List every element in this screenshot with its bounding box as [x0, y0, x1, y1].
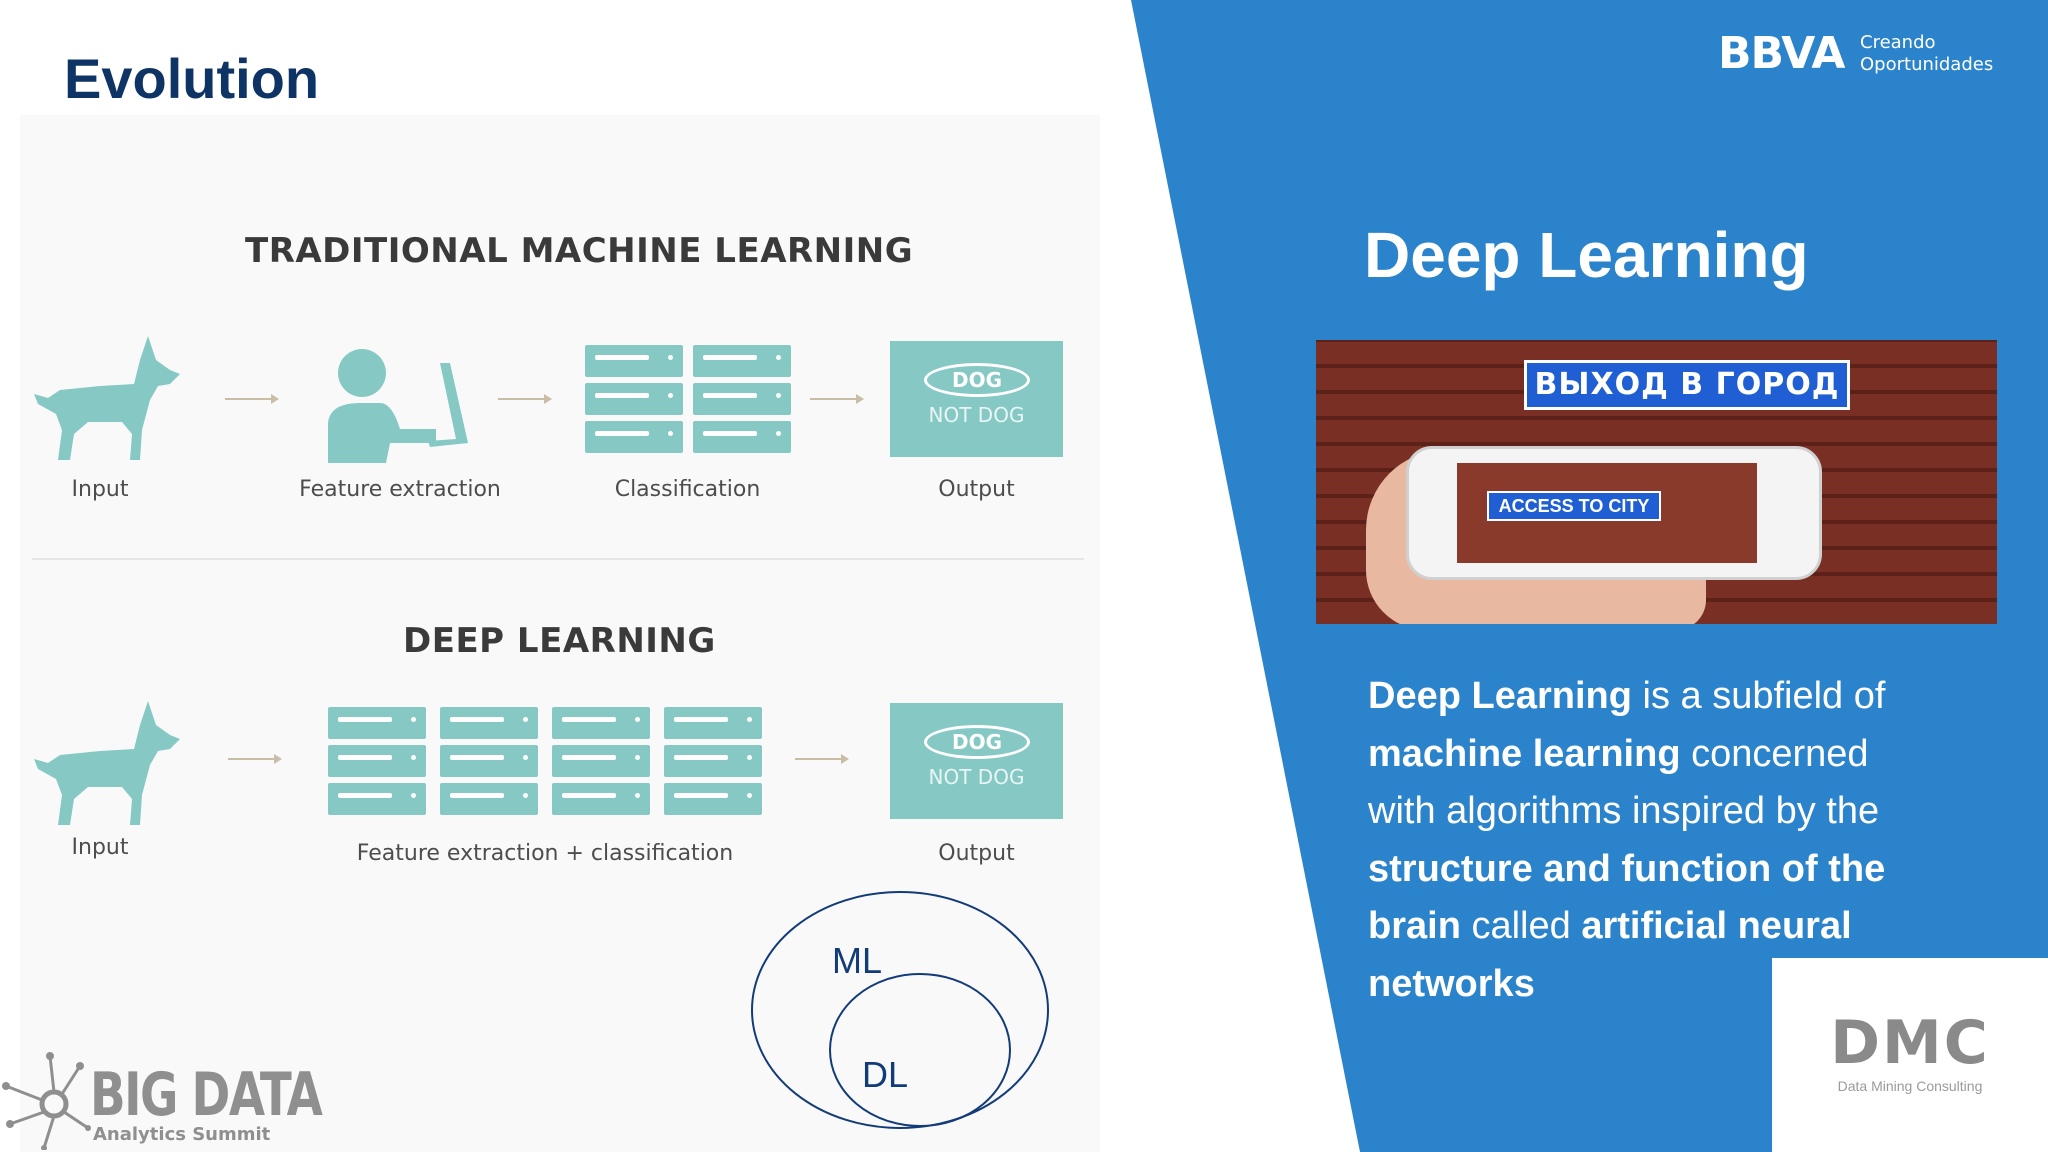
dmc-logo-box: DMC Data Mining Consulting [1772, 958, 2048, 1152]
venn-ml-circle [751, 891, 1049, 1129]
not-dog-label: NOT DOG [928, 765, 1025, 789]
network-block [552, 707, 650, 739]
bigdata-network-icon [2, 1052, 91, 1150]
output-box: DOG NOT DOG [890, 703, 1063, 819]
ml-dl-venn-diagram [751, 891, 1049, 1129]
step-label-input: Input [71, 835, 129, 860]
desc-text: is a subfield of [1631, 675, 1886, 717]
network-block [664, 745, 762, 777]
dog-label: DOG [924, 363, 1030, 397]
flow-arrow [225, 394, 279, 404]
dmc-logo-subtitle: Data Mining Consulting [1837, 1078, 1983, 1094]
person-computer-icon [328, 349, 468, 463]
phone-screen: ACCESS TO CITY [1457, 463, 1757, 563]
network-block [440, 745, 538, 777]
network-block [552, 783, 650, 815]
desc-text: called [1460, 905, 1582, 947]
flow-arrow [795, 754, 849, 764]
big-street-sign: ВЫХОД В ГОРОД [1524, 360, 1850, 410]
dog-label: DOG [924, 725, 1030, 759]
desc-term-brain: structure and function of the brain [1368, 847, 1886, 948]
network-block [328, 707, 426, 739]
classifier-block [585, 383, 683, 415]
step-label-feature-extraction: Feature extraction [299, 477, 501, 502]
network-block [328, 783, 426, 815]
network-block [664, 707, 762, 739]
ml-vs-dl-diagram: TRADITIONAL MACHINE LEARNING Input Featu… [20, 115, 1100, 1152]
step-label-output: Output [938, 841, 1015, 866]
classifier-block [693, 421, 791, 453]
venn-dl-label: DL [862, 1054, 909, 1095]
flow-arrow [498, 394, 552, 404]
classifier-block [693, 345, 791, 377]
flow-arrow [810, 394, 864, 404]
network-block [440, 707, 538, 739]
deep-learning-heading: Deep Learning [1364, 219, 1809, 291]
step-label-input: Input [71, 477, 129, 502]
translation-app-photo: ВЫХОД В ГОРОД ACCESS TO CITY [1316, 340, 1997, 624]
slide-title: Evolution [64, 47, 320, 110]
bigdata-logo-subtitle: Analytics Summit [93, 1124, 271, 1145]
network-block [440, 783, 538, 815]
section-divider [32, 558, 1084, 560]
classifier-block [585, 345, 683, 377]
network-block [328, 745, 426, 777]
classifier-block [693, 383, 791, 415]
bbva-tagline-line1: Creando [1860, 32, 1936, 53]
traditional-ml-title: TRADITIONAL MACHINE LEARNING [245, 231, 914, 271]
bbva-tagline-line2: Oportunidades [1860, 54, 1994, 75]
venn-dl-circle [829, 973, 1011, 1127]
output-box: DOG NOT DOG [890, 341, 1063, 457]
step-label-classification: Classification [614, 477, 761, 502]
bigdata-logo-text: BIG DATA [90, 1060, 323, 1130]
desc-term-deep-learning: Deep Learning [1368, 675, 1632, 717]
translated-sign: ACCESS TO CITY [1487, 491, 1661, 521]
step-label-feature-extraction-classification: Feature extraction + classification [356, 841, 734, 866]
bbva-logo: BBVA [1718, 28, 1845, 79]
dmc-logo: DMC [1830, 1008, 1990, 1078]
deep-learning-description: Deep Learning is a subfield of machine l… [1368, 668, 1938, 1013]
venn-ml-label: ML [832, 940, 883, 981]
desc-term-ann: artificial neural networks [1368, 905, 1852, 1005]
network-block [664, 783, 762, 815]
phone-image: ACCESS TO CITY [1406, 446, 1822, 580]
network-block [552, 745, 650, 777]
dog-icon [34, 701, 180, 825]
step-label-output: Output [938, 477, 1015, 502]
dog-icon [34, 336, 180, 460]
flow-arrow [228, 754, 282, 764]
not-dog-label: NOT DOG [928, 403, 1025, 427]
desc-text: concerned with algorithms inspired by th… [1368, 732, 1880, 833]
desc-term-machine-learning: machine learning [1368, 732, 1681, 775]
classifier-block [585, 421, 683, 453]
deep-learning-title: DEEP LEARNING [403, 621, 716, 661]
